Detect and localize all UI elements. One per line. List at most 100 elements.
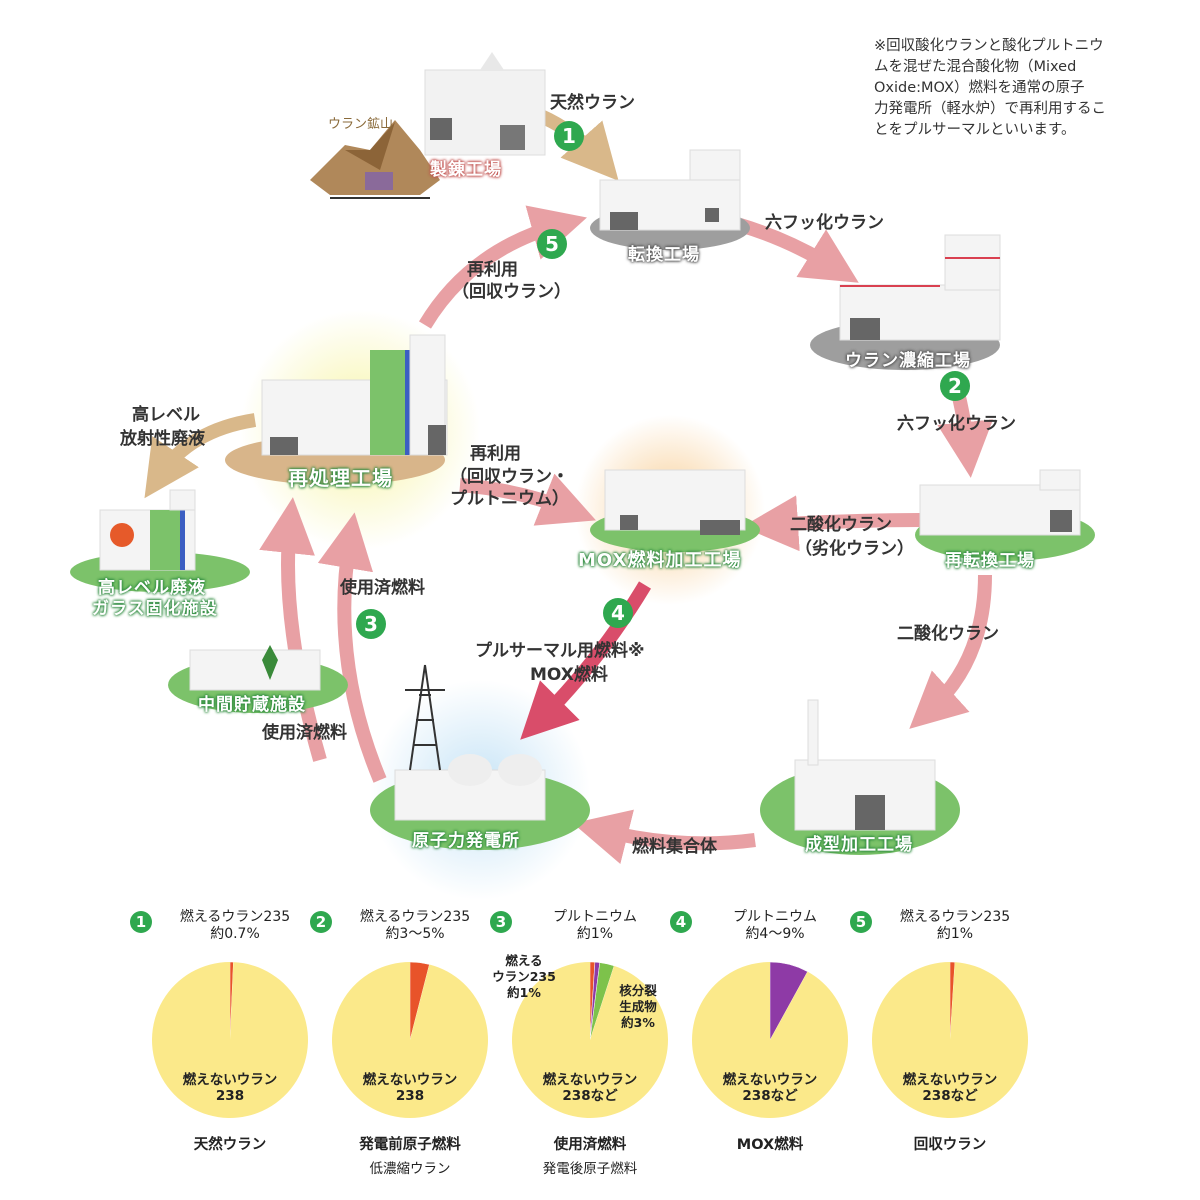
step-4-badge: 4 [603, 598, 633, 628]
pie-slice [511, 962, 668, 1118]
step-2-badge: 2 [940, 371, 970, 401]
flow-hlw-1: 高レベル [132, 405, 200, 425]
pie-title-line: 約4～9% [745, 926, 805, 942]
note-line: とをプルサーマルといいます。 [874, 122, 1076, 138]
enrichment-plant-illustration [810, 234, 1001, 370]
arrow-fabrication-powerplant [572, 809, 756, 864]
pie-slice [151, 962, 308, 1118]
pie-inner-line: 238など [922, 1088, 978, 1104]
conversion-plant-illustration [590, 149, 750, 250]
refinery-label: 製錬工場 [430, 160, 502, 180]
arrow-mox-powerplant [520, 581, 652, 740]
pie-inner-line: 燃えないウラン [182, 1072, 278, 1088]
arrow-storage-reprocessing [259, 497, 327, 762]
fabrication-plant-illustration [760, 699, 960, 855]
mox-plant-illustration [590, 469, 760, 552]
pie-svg [872, 961, 1028, 1118]
pie-number-badge: 1 [130, 911, 152, 933]
pie-svg [692, 961, 848, 1118]
note-line: Oxide:MOX）燃料を通常の原子 [874, 80, 1085, 96]
pie-caption: 発電前原子燃料 [359, 1137, 461, 1153]
arrow-conversion-enrichment [737, 218, 859, 283]
pie-slice [409, 961, 430, 1041]
vitrification-label-1: 高レベル廃液 [98, 578, 206, 598]
step-1-badge: 1 [554, 121, 584, 151]
pie-number-badge: 3 [490, 911, 512, 933]
pie-svg [511, 961, 668, 1118]
pie-inner-line: 238など [562, 1088, 618, 1104]
reconversion-label: 再転換工場 [945, 551, 1035, 571]
uranium-mine-illustration [310, 120, 440, 199]
step-3-badge: 3 [356, 609, 386, 639]
pie-number-badge: 5 [850, 911, 872, 933]
pie-title-line: 約3～5% [385, 926, 445, 942]
flow-uo2-depleted: 二酸化ウラン [790, 515, 892, 535]
pie-side-line: ウラン235 [492, 969, 556, 984]
pluthermal-note: ※回収酸化ウランと酸化プルトニウ ムを混ぜた混合酸化物（Mixed Oxide:… [874, 36, 1174, 141]
flow-reuse-2-sub2: プルトニウム） [450, 489, 569, 509]
pie-caption: MOX燃料 [736, 1137, 804, 1153]
pie-side-line: 生成物 [619, 999, 657, 1014]
pie-title-line: 燃えるウラン235 [179, 909, 291, 925]
fabrication-label: 成型加工工場 [805, 835, 913, 855]
flow-reuse-1-sub: （回収ウラン） [452, 282, 571, 302]
flow-fuel-assembly: 燃料集合体 [632, 837, 717, 857]
arrow-reconversion-mox [742, 495, 921, 552]
flow-uo2-depleted-sub: （劣化ウラン） [795, 539, 914, 559]
pie-slice [332, 962, 488, 1118]
arrow-reconversion-fabrication [909, 574, 992, 729]
reprocessing-plant-illustration [225, 334, 448, 485]
interim-storage-illustration [168, 645, 348, 713]
vitrification-label-2: ガラス固化施設 [92, 599, 218, 619]
flow-reuse-2: 再利用 [470, 444, 521, 464]
pie-slice [229, 961, 234, 1041]
flow-hlw-2: 放射性廃液 [120, 429, 205, 449]
pie-caption: 使用済燃料 [553, 1137, 627, 1153]
pie-inner-line: 238など [742, 1088, 798, 1104]
arrow-reprocessing-mox [459, 473, 596, 526]
pie-inner-line: 燃えないウラン [902, 1072, 998, 1088]
step-5-badge: 5 [537, 229, 567, 259]
arrow-powerplant-reprocessing [317, 512, 387, 783]
pie-caption: 天然ウラン [193, 1137, 267, 1153]
vitrification-plant-illustration [70, 489, 250, 592]
pie-caption-2: 発電後原子燃料 [542, 1161, 638, 1177]
power-plant-label: 原子力発電所 [412, 831, 520, 851]
flow-reuse-2-sub1: （回収ウラン・ [450, 467, 569, 487]
pie-inner-line: 燃えないウラン [722, 1072, 818, 1088]
fuel-cycle-diagram [70, 52, 1095, 900]
pie-inner-line: 238 [395, 1088, 425, 1104]
reprocessing-label: 再処理工場 [288, 466, 393, 490]
flow-uo2: 二酸化ウラン [897, 624, 999, 644]
reconversion-plant-illustration [915, 469, 1095, 561]
pie-title: プルトニウム約1% [510, 909, 680, 943]
pie-side-line: 燃える [505, 953, 543, 968]
pie-title-line: 約1% [576, 926, 614, 942]
pie-inner-line: 238 [215, 1088, 245, 1104]
mox-plant-label: MOX燃料加工工場 [578, 550, 742, 571]
interim-storage-label: 中間貯蔵施設 [198, 695, 306, 715]
pie-title: プルトニウム約4～9% [690, 909, 860, 943]
pie-inner-line: 燃えないウラン [362, 1072, 458, 1088]
note-line: ムを混ぜた混合酸化物（Mixed [874, 59, 1077, 75]
pie-slice [872, 962, 1028, 1118]
pie-number-badge: 2 [310, 911, 332, 933]
power-plant-illustration [370, 664, 590, 850]
flow-uf6-2: 六フッ化ウラン [897, 414, 1016, 434]
flow-uf6-1: 六フッ化ウラン [765, 213, 884, 233]
conversion-label: 転換工場 [628, 245, 700, 265]
pie-number-badge: 4 [670, 911, 692, 933]
pie-side-label-right: 核分裂生成物約3% [608, 983, 668, 1031]
pie-inner-line: 燃えないウラン [542, 1072, 638, 1088]
pie-title-line: 燃えるウラン235 [899, 909, 1011, 925]
pie-slice [769, 961, 808, 1041]
